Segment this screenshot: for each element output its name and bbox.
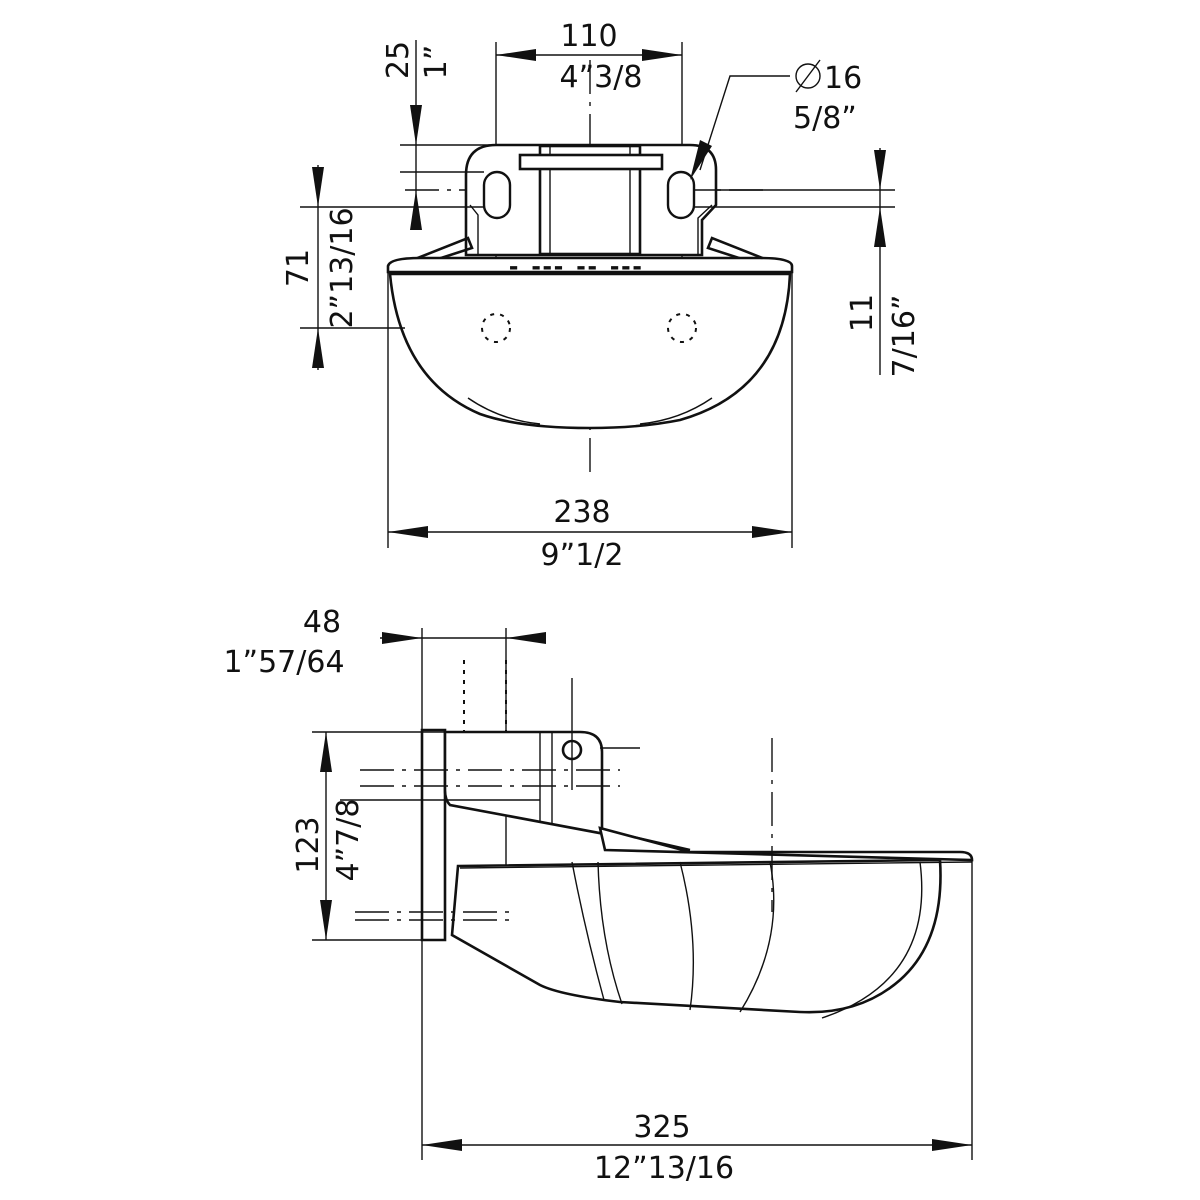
arrowhead — [752, 526, 792, 538]
dim-bolt-spacing-metric: 110 — [560, 19, 617, 54]
bracket-inner-edge — [697, 204, 713, 255]
dim-width-imperial: 9ˮ1/2 — [541, 538, 624, 573]
bracket-inner-edge — [469, 204, 479, 255]
front-view: ▬ ▬▬▬ ▬▬ ▬▬▬ 110 4ˮ3/8 16 5/8ˮ 25 1ˮ — [281, 19, 922, 573]
arrowhead — [642, 49, 682, 61]
diameter-symbol — [795, 63, 821, 89]
side-view: 48 1ˮ57/64 123 4ˮ7/8 325 12ˮ13/16 — [223, 605, 974, 1186]
bowl-side — [450, 858, 942, 1014]
diameter-symbol — [795, 59, 821, 93]
bowl-rib — [821, 861, 923, 1019]
arrowhead — [388, 526, 428, 538]
arrowhead — [382, 632, 422, 644]
arrowhead — [690, 140, 712, 180]
dim-bracket-depth-metric: 48 — [303, 605, 341, 640]
mounting-slot-right — [666, 170, 696, 220]
dim-mount-height-metric: 123 — [291, 816, 326, 873]
dim-width-metric: 238 — [553, 495, 610, 530]
arrowhead — [410, 190, 422, 230]
bowl-base — [467, 397, 541, 425]
bowl-rib — [679, 861, 695, 1011]
dim-hole-diameter-metric: 16 — [824, 61, 862, 96]
rim-embossing: ▬ ▬▬▬ ▬▬ ▬▬▬ — [510, 260, 645, 274]
dim-hole-height-metric: 71 — [281, 249, 316, 287]
dim-length-metric: 325 — [633, 1110, 690, 1145]
dim-bracket-depth-imperial: 1ˮ57/64 — [223, 645, 344, 680]
dim-slot-length-metric: 11 — [845, 294, 880, 332]
arrowhead — [320, 900, 332, 940]
arrowhead — [874, 207, 886, 247]
dim-bracket-offset-imperial: 1ˮ — [419, 45, 454, 80]
bowl-rib — [597, 861, 623, 1005]
dim-hole-height-imperial: 2ˮ13/16 — [325, 207, 360, 328]
pivot-pin — [518, 153, 664, 171]
dim-mount-height-imperial: 4ˮ7/8 — [331, 799, 366, 882]
dim-bolt-spacing-imperial: 4ˮ3/8 — [560, 60, 643, 95]
dim-hole-diameter-imperial: 5/8ˮ — [793, 101, 857, 136]
arrowhead — [312, 328, 324, 368]
drain-hole-right — [667, 313, 697, 343]
bowl — [388, 272, 792, 430]
arrowhead — [506, 632, 546, 644]
arrowhead — [410, 105, 422, 145]
arrowhead — [496, 49, 536, 61]
leader-line — [699, 75, 790, 171]
arrowhead — [874, 150, 886, 190]
arrowhead — [312, 167, 324, 207]
arrowhead — [932, 1139, 972, 1151]
dim-slot-length-imperial: 7/16ˮ — [887, 295, 922, 378]
wall-plate — [420, 728, 447, 942]
arrowhead — [320, 732, 332, 772]
bowl-base — [639, 397, 713, 425]
mounting-slot-left — [482, 170, 512, 220]
bowl-rib — [571, 861, 605, 1001]
rim-line — [459, 861, 973, 869]
arrowhead — [422, 1139, 462, 1151]
dim-bracket-offset-metric: 25 — [381, 41, 416, 79]
drain-hole-left — [481, 313, 511, 343]
lid-edge — [689, 851, 973, 861]
dim-length-imperial: 12ˮ13/16 — [594, 1151, 734, 1186]
bowl-rim — [386, 256, 794, 274]
